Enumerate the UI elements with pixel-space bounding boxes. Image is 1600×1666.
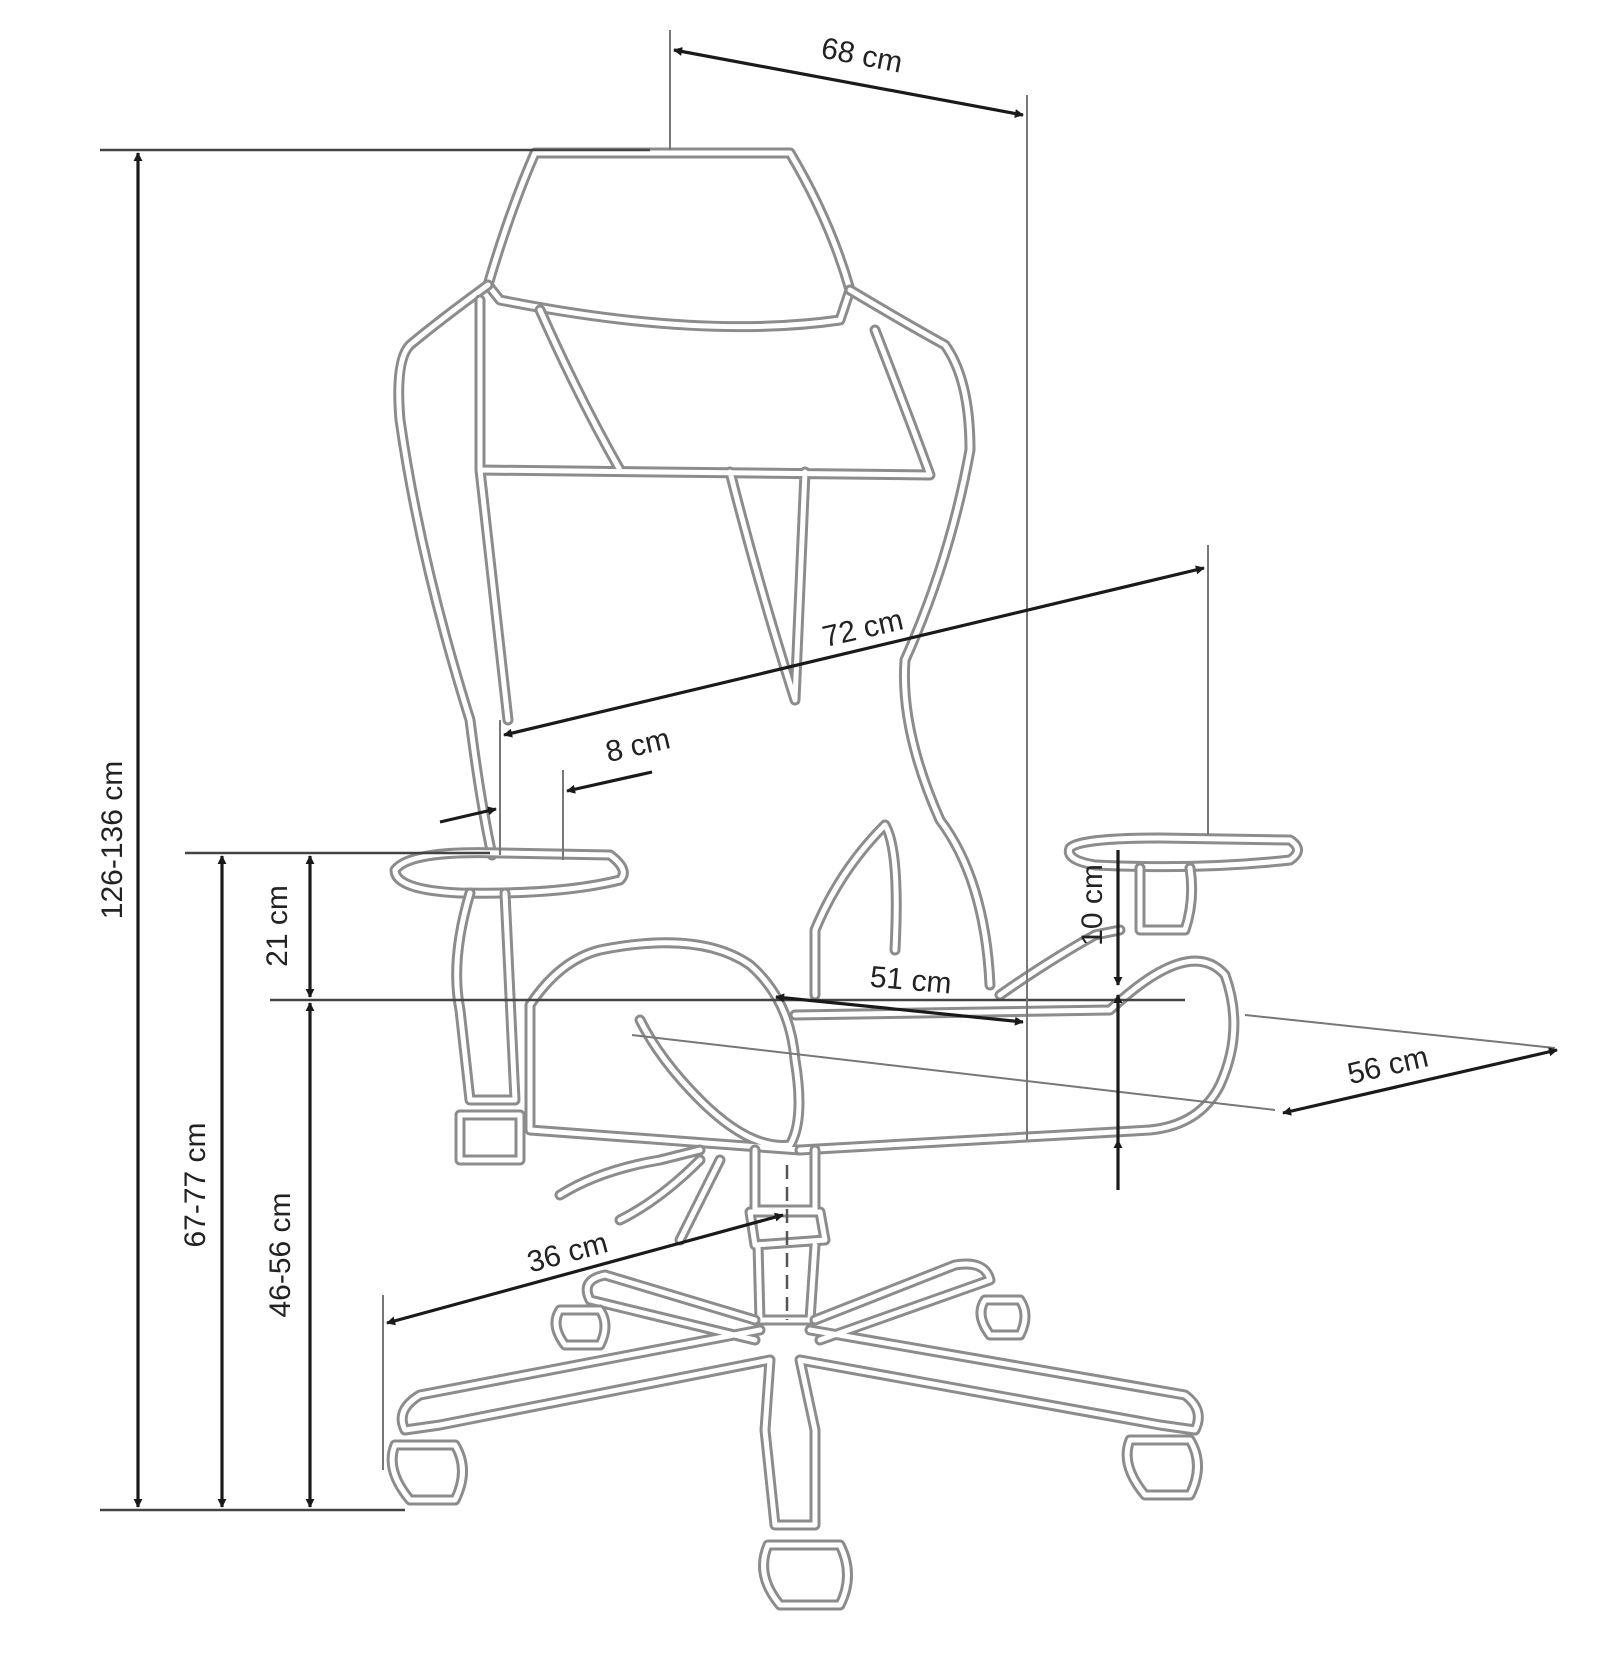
dim-line-seat-width bbox=[1282, 1047, 1558, 1116]
dim-line-armrest-width-left bbox=[439, 806, 497, 824]
chair-outline bbox=[386, 147, 1303, 1611]
label-total-height: 126-136 cm bbox=[96, 761, 129, 919]
seat-width-ext-b bbox=[1244, 1014, 1556, 1049]
dimension-lines bbox=[100, 30, 1558, 1512]
dim-line-base-radius bbox=[386, 1212, 784, 1326]
label-seat-depth: 51 cm bbox=[869, 961, 953, 1001]
backrest-panel bbox=[474, 294, 936, 726]
adjustment-levers bbox=[554, 1144, 726, 1246]
left-armrest bbox=[389, 847, 629, 1166]
dim-line-armrest-width-right bbox=[566, 770, 653, 794]
label-overall-width: 68 cm bbox=[819, 32, 905, 80]
seat bbox=[524, 924, 1240, 1156]
label-armrest-above-seat: 21 cm bbox=[261, 885, 294, 967]
backrest-lower bbox=[809, 819, 902, 1001]
dim-line-overall-width bbox=[673, 47, 1024, 118]
label-seat-height: 46-56 cm bbox=[264, 1192, 297, 1317]
dim-line-backrest-height bbox=[503, 565, 1205, 738]
star-base bbox=[396, 1258, 1204, 1531]
backrest-frame bbox=[393, 279, 996, 991]
label-armrest-adjust: 10 cm bbox=[1076, 864, 1109, 946]
headrest bbox=[482, 147, 856, 333]
gas-cylinder bbox=[744, 1144, 831, 1326]
seat-width-ext-a bbox=[631, 1034, 1276, 1111]
right-armrest bbox=[1063, 832, 1303, 936]
dim-line-seat-depth bbox=[775, 993, 1024, 1026]
label-armrest-height: 67-77 cm bbox=[179, 1122, 212, 1247]
label-armrest-width: 8 cm bbox=[602, 722, 673, 769]
label-backrest-height: 72 cm bbox=[819, 603, 906, 654]
casters bbox=[386, 1294, 1203, 1611]
